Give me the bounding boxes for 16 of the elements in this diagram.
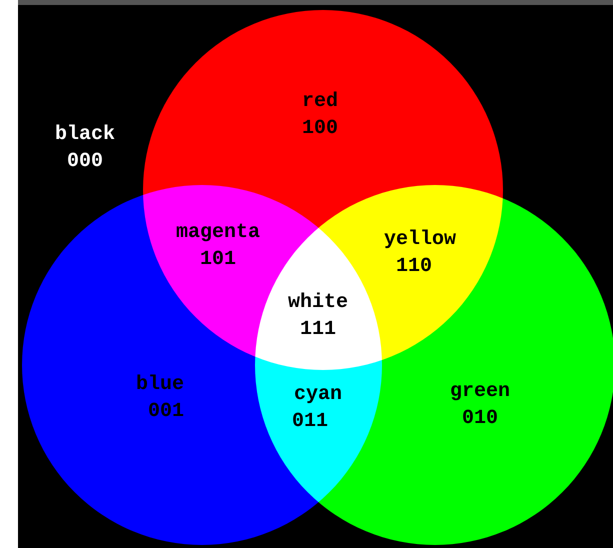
color-name: red <box>302 92 338 112</box>
binary-code: 101 <box>200 250 236 270</box>
binary-code: 100 <box>302 119 338 139</box>
color-name: cyan <box>294 385 342 405</box>
color-name: green <box>450 382 510 402</box>
binary-code: 011 <box>292 412 328 432</box>
color-name: black <box>55 125 115 145</box>
binary-code: 000 <box>67 152 103 172</box>
binary-code: 111 <box>300 320 336 340</box>
binary-code: 010 <box>462 409 498 429</box>
binary-code: 110 <box>396 257 432 277</box>
color-name: white <box>288 293 348 313</box>
color-name: magenta <box>176 223 260 243</box>
color-name: blue <box>136 375 184 395</box>
binary-code: 001 <box>148 402 184 422</box>
color-name: yellow <box>384 230 456 250</box>
